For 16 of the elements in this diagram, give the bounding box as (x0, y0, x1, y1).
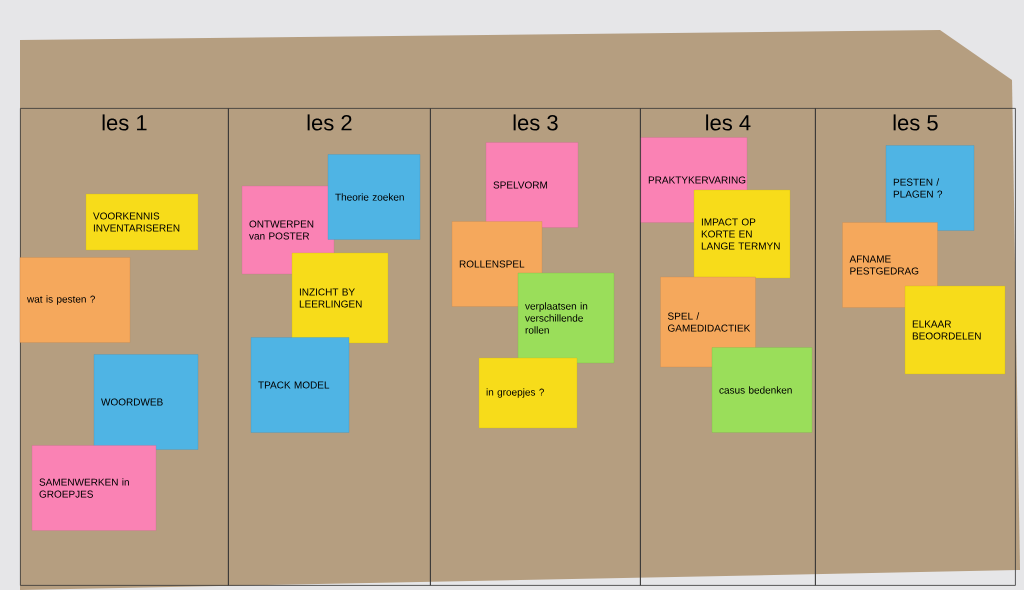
sticky-note: Theorie zoeken (327, 154, 421, 240)
sticky-note: VOORKENNIS INVENTARISEREN (85, 193, 199, 251)
sticky-note: PESTEN / PLAGEN ? (885, 145, 975, 231)
sticky-note: SAMENWERKEN in GROEPJES (31, 445, 157, 531)
sticky-note: SPELVORM (485, 142, 579, 228)
sticky-note: verplaatsen in verschillende rollen (517, 272, 615, 364)
sticky-note: AFNAME PESTGEDRAG (842, 222, 938, 308)
sticky-note: ELKAAR BEOORDELEN (904, 285, 1006, 375)
sticky-note: SPEL / GAMEDIDACTIEK (660, 276, 756, 368)
sticky-note: in groepjes ? (478, 357, 578, 429)
sticky-note: wat is pesten ? (19, 257, 131, 343)
sticky-note: INZICHT BY LEERLINGEN (291, 252, 389, 344)
sticky-note: casus bedenken (711, 347, 813, 433)
sticky-note: TPACK MODEL (250, 337, 350, 433)
sticky-note: IMPACT OP KORTE EN LANGE TERMYN (693, 189, 791, 279)
sticky-note: WOORDWEB (93, 354, 199, 450)
